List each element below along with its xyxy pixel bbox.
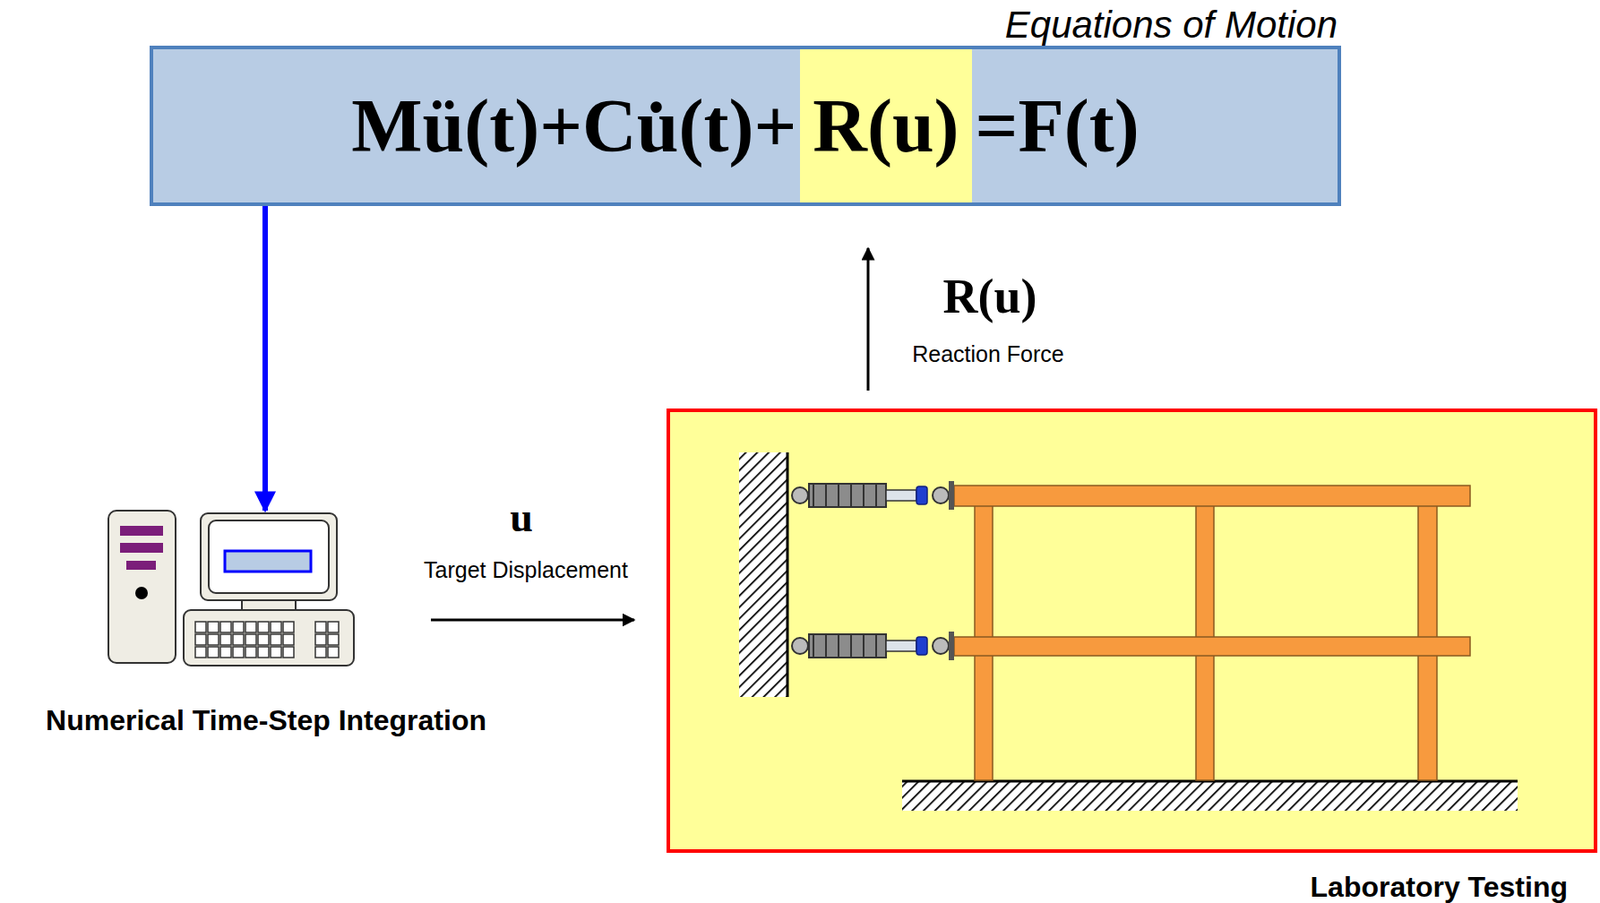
computer-part-part — [283, 646, 294, 658]
computer-part-part — [220, 621, 232, 633]
computer-part-part — [327, 634, 339, 646]
computer-part-part — [232, 621, 244, 633]
computer-part-part — [315, 634, 327, 646]
connector-arrow — [262, 206, 268, 511]
computer-part-part — [195, 621, 207, 633]
computer-part-part — [315, 646, 327, 658]
node-caption: Laboratory Testing — [1310, 870, 1568, 903]
reaction-wall — [739, 452, 788, 697]
computer-part — [208, 520, 329, 594]
computer-part-part — [220, 646, 232, 658]
actuator-part — [948, 481, 955, 510]
reaction-wall-part — [786, 452, 790, 697]
signal-symbol: R(u) — [943, 268, 1038, 325]
actuator-part — [808, 634, 887, 658]
actuator-part — [886, 490, 917, 501]
computer-part-part — [220, 634, 232, 646]
lab-box: Laboratory Testing — [666, 408, 1598, 853]
computer-part-part — [232, 634, 244, 646]
actuator-part — [886, 640, 917, 652]
computer-part — [108, 510, 176, 663]
computer-part-part — [245, 621, 257, 633]
computer-part — [200, 513, 337, 601]
test-frame-part — [954, 636, 1471, 656]
computer-part — [120, 542, 164, 553]
computer-part — [183, 610, 354, 666]
computer-node: Numerical Time-Step Integration — [108, 510, 354, 666]
computer-part — [195, 621, 339, 658]
computer-part-part — [258, 646, 269, 658]
test-frame — [954, 485, 1471, 781]
actuator-part — [791, 487, 809, 504]
actuator — [791, 481, 955, 661]
computer-part-part — [245, 634, 257, 646]
edge-label: Target Displacement — [421, 557, 630, 584]
computer-part-part — [232, 646, 244, 658]
actuator-part — [948, 631, 955, 661]
computer-part-part — [327, 621, 339, 633]
computer-part-part — [195, 634, 207, 646]
computer-part-part — [270, 621, 282, 633]
computer-part-part — [207, 621, 219, 633]
highlighted-term: R(u) — [800, 49, 972, 203]
computer-part — [120, 525, 164, 536]
signal-symbol: u — [509, 493, 534, 542]
lab-panel-fill — [668, 410, 1596, 852]
computer-part — [135, 586, 148, 600]
computer-part-part — [207, 634, 219, 646]
computer-part-part — [258, 621, 269, 633]
ground-part — [902, 781, 1518, 811]
equation-row: Mü(t)+Cu̇(t)+R(u)=F(t) — [153, 49, 1338, 203]
connector-arrow — [867, 248, 870, 391]
computer-part-part — [327, 646, 339, 658]
actuator-part — [932, 637, 949, 654]
computer-part-part — [258, 634, 269, 646]
computer-part-part — [270, 634, 282, 646]
computer-part-part — [283, 634, 294, 646]
computer-part-part — [270, 646, 282, 658]
reaction-wall-part — [739, 452, 788, 697]
computer-part-part — [195, 646, 207, 658]
test-frame-part — [954, 485, 1471, 507]
equation-term: =F(t) — [972, 49, 1144, 203]
box-heading: Equations of Motion — [1005, 3, 1338, 47]
edge-label: Reaction Force — [910, 341, 1067, 368]
computer-part-part — [315, 621, 327, 633]
ground — [902, 781, 1518, 811]
actuator-part — [791, 637, 809, 654]
actuator-part — [808, 483, 887, 508]
computer-part-part — [207, 646, 219, 658]
equation-term: Mü(t)+Cu̇(t)+ — [347, 49, 800, 203]
computer-part-part — [245, 646, 257, 658]
connector-arrow — [430, 619, 635, 622]
actuator-part — [916, 636, 928, 655]
actuator-part — [932, 487, 949, 504]
computer — [108, 510, 354, 666]
node-caption: Numerical Time-Step Integration — [45, 704, 487, 738]
computer-part — [224, 550, 311, 572]
equation-box: Equations of MotionMü(t)+Cu̇(t)+R(u)=F(t… — [149, 45, 1342, 207]
actuator-part — [916, 486, 928, 505]
computer-part — [126, 560, 156, 570]
computer-part-part — [283, 621, 294, 633]
